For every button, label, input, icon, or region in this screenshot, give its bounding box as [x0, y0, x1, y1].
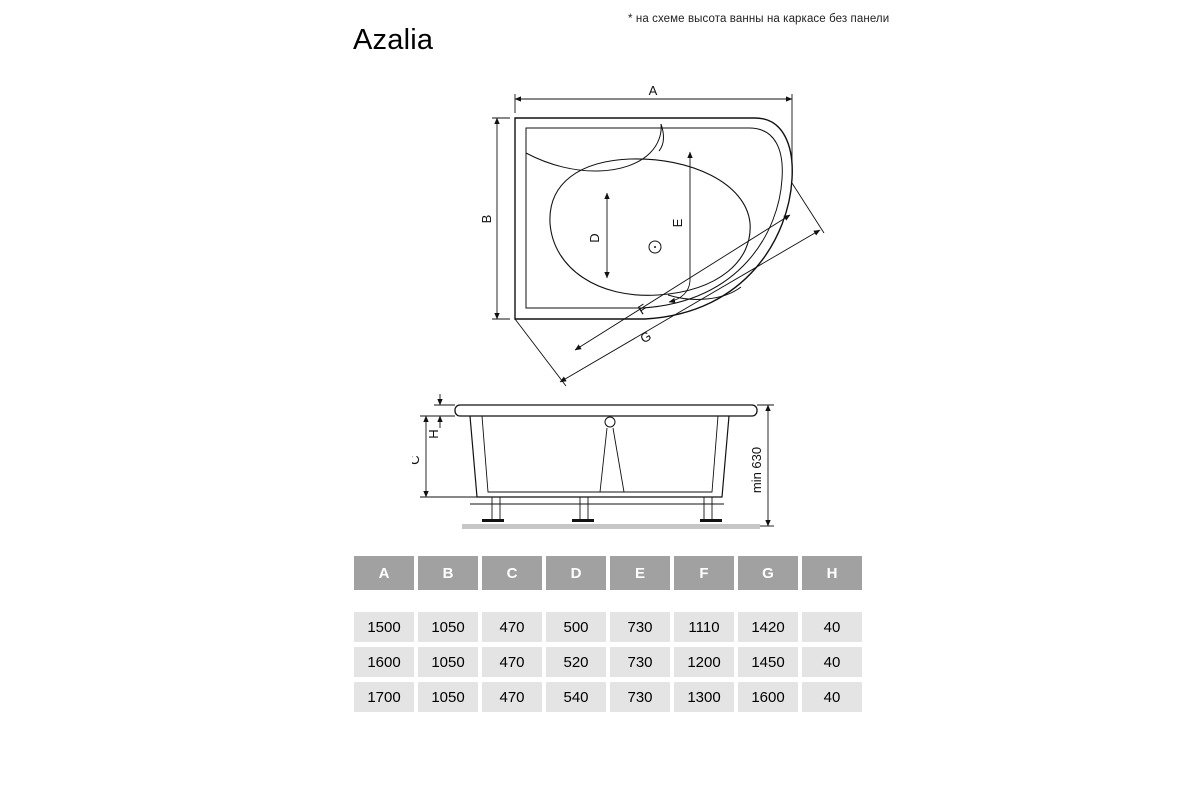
drain-pipe-line: [612, 427, 625, 493]
dim-label-f: F: [635, 301, 650, 318]
table-header-cell: F: [674, 556, 734, 590]
side-view-dimension-lines: [420, 394, 774, 527]
tub-apron-outline: [469, 415, 730, 498]
dim-label-d: D: [587, 233, 602, 242]
drain-center-dot: [654, 246, 656, 248]
dim-label-min-height: min 630: [749, 447, 764, 493]
ext-line: [514, 318, 567, 387]
dimensions-table: A B C D E F G H 1500 1050 470 500 730 11…: [350, 551, 866, 717]
table-cell: 730: [610, 647, 670, 677]
dim-label-e: E: [670, 218, 685, 227]
table-header-cell: C: [482, 556, 542, 590]
table-cell: 520: [546, 647, 606, 677]
dim-label-b: B: [480, 215, 494, 224]
table-header-row: A B C D E F G H: [354, 556, 862, 590]
frame-foot: [482, 519, 504, 522]
deck-contour: [525, 123, 662, 172]
table-cell: 1050: [418, 647, 478, 677]
table-header-cell: G: [738, 556, 798, 590]
table-header-cell: A: [354, 556, 414, 590]
drain-pipe-line: [599, 427, 608, 493]
table-spacer: [354, 595, 862, 607]
table-cell: 1600: [354, 647, 414, 677]
table-cell: 40: [802, 647, 862, 677]
table-cell: 1300: [674, 682, 734, 712]
tub-basin-outline: [549, 158, 751, 296]
table-cell: 540: [546, 682, 606, 712]
frame-foot: [572, 519, 594, 522]
table-header-cell: D: [546, 556, 606, 590]
table-cell: 1450: [738, 647, 798, 677]
tub-top-view-shape: [514, 117, 793, 320]
table-row: 1500 1050 470 500 730 1110 1420 40: [354, 612, 862, 642]
side-view-dimension-labels: H C min 630: [412, 429, 764, 493]
dim-label-h: H: [426, 429, 441, 438]
side-view-drawing: H C min 630: [412, 394, 774, 529]
table-cell: 730: [610, 682, 670, 712]
table-cell: 1050: [418, 612, 478, 642]
table-cell: 1700: [354, 682, 414, 712]
table-cell: 40: [802, 612, 862, 642]
dim-line-g: [559, 229, 821, 383]
table-cell: 730: [610, 612, 670, 642]
table-cell: 1050: [418, 682, 478, 712]
table-cell: 1500: [354, 612, 414, 642]
floor-line: [462, 524, 760, 529]
top-view-dimension-lines: [492, 94, 825, 387]
top-view-drawing: A B D E F G: [480, 83, 825, 387]
page-title: Azalia: [353, 24, 434, 56]
table-row: 1700 1050 470 540 730 1300 1600 40: [354, 682, 862, 712]
tub-inner-wall: [481, 415, 719, 493]
table-cell: 470: [482, 682, 542, 712]
tub-rim-profile: [454, 404, 758, 417]
dim-label-a: A: [649, 83, 658, 98]
table-header-cell: E: [610, 556, 670, 590]
footnote: * на схеме высота ванны на каркасе без п…: [628, 13, 890, 25]
ext-line: [791, 182, 825, 234]
table-header-cell: H: [802, 556, 862, 590]
deck-contour-hook: [658, 123, 664, 152]
table-row: 1600 1050 470 520 730 1200 1450 40: [354, 647, 862, 677]
table-cell: 1110: [674, 612, 734, 642]
table-cell: 500: [546, 612, 606, 642]
table-cell: 1200: [674, 647, 734, 677]
dim-label-g: G: [637, 328, 654, 346]
table-cell: 1600: [738, 682, 798, 712]
tub-side-view-shape: [454, 404, 758, 522]
table-cell: 470: [482, 612, 542, 642]
dim-label-c: C: [412, 455, 422, 464]
frame-foot: [700, 519, 722, 522]
overflow-circle: [604, 416, 616, 428]
table-cell: 40: [802, 682, 862, 712]
table-cell: 470: [482, 647, 542, 677]
table-cell: 1420: [738, 612, 798, 642]
table-header-cell: B: [418, 556, 478, 590]
